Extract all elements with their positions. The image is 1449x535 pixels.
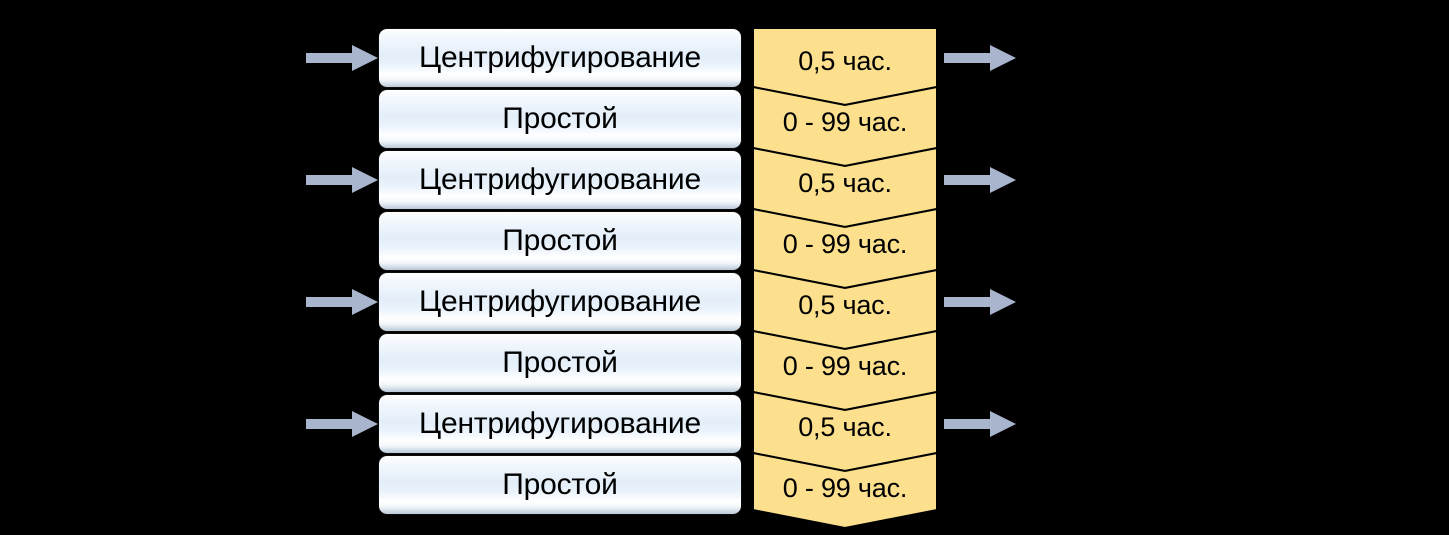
duration-label-1: 0,5 час. [798, 46, 892, 76]
input-arrow-3-icon [306, 289, 378, 315]
process-box-label: Центрифугирование [419, 407, 701, 440]
process-box-label: Простой [502, 468, 618, 501]
duration-chevron-column: 0,5 час. 0 - 99 час. 0,5 час. 0 - 99 час… [752, 27, 938, 529]
process-box-label: Простой [502, 102, 618, 135]
duration-label-4: 0 - 99 час. [782, 229, 908, 259]
input-arrow-4-icon [306, 411, 378, 437]
chevron-shape-8 [752, 451, 938, 529]
duration-label-2: 0 - 99 час. [782, 107, 908, 137]
duration-label-7: 0,5 час. [798, 412, 892, 442]
process-box-3[interactable]: Центрифугирование [378, 150, 742, 210]
process-box-label: Простой [502, 346, 618, 379]
chevron-shapes [752, 27, 938, 529]
process-box-7[interactable]: Центрифугирование [378, 394, 742, 454]
output-arrow-2-icon [944, 167, 1016, 193]
output-arrow-4-icon [944, 411, 1016, 437]
output-arrow-3-icon [944, 289, 1016, 315]
process-box-5[interactable]: Центрифугирование [378, 272, 742, 332]
duration-label-6: 0 - 99 час. [782, 351, 908, 381]
duration-label-3: 0,5 час. [798, 168, 892, 198]
process-box-4[interactable]: Простой [378, 211, 742, 271]
process-box-label: Центрифугирование [419, 285, 701, 318]
process-box-label: Центрифугирование [419, 163, 701, 196]
duration-label-5: 0,5 час. [798, 290, 892, 320]
output-arrow-1-icon [944, 45, 1016, 71]
process-box-label: Центрифугирование [419, 41, 701, 74]
process-box-label: Простой [502, 224, 618, 257]
process-box-8[interactable]: Простой [378, 455, 742, 515]
input-arrow-1-icon [306, 45, 378, 71]
input-arrow-2-icon [306, 167, 378, 193]
process-box-2[interactable]: Простой [378, 89, 742, 149]
process-box-1[interactable]: Центрифугирование [378, 28, 742, 88]
process-box-6[interactable]: Простой [378, 333, 742, 393]
duration-label-8: 0 - 99 час. [782, 473, 908, 503]
